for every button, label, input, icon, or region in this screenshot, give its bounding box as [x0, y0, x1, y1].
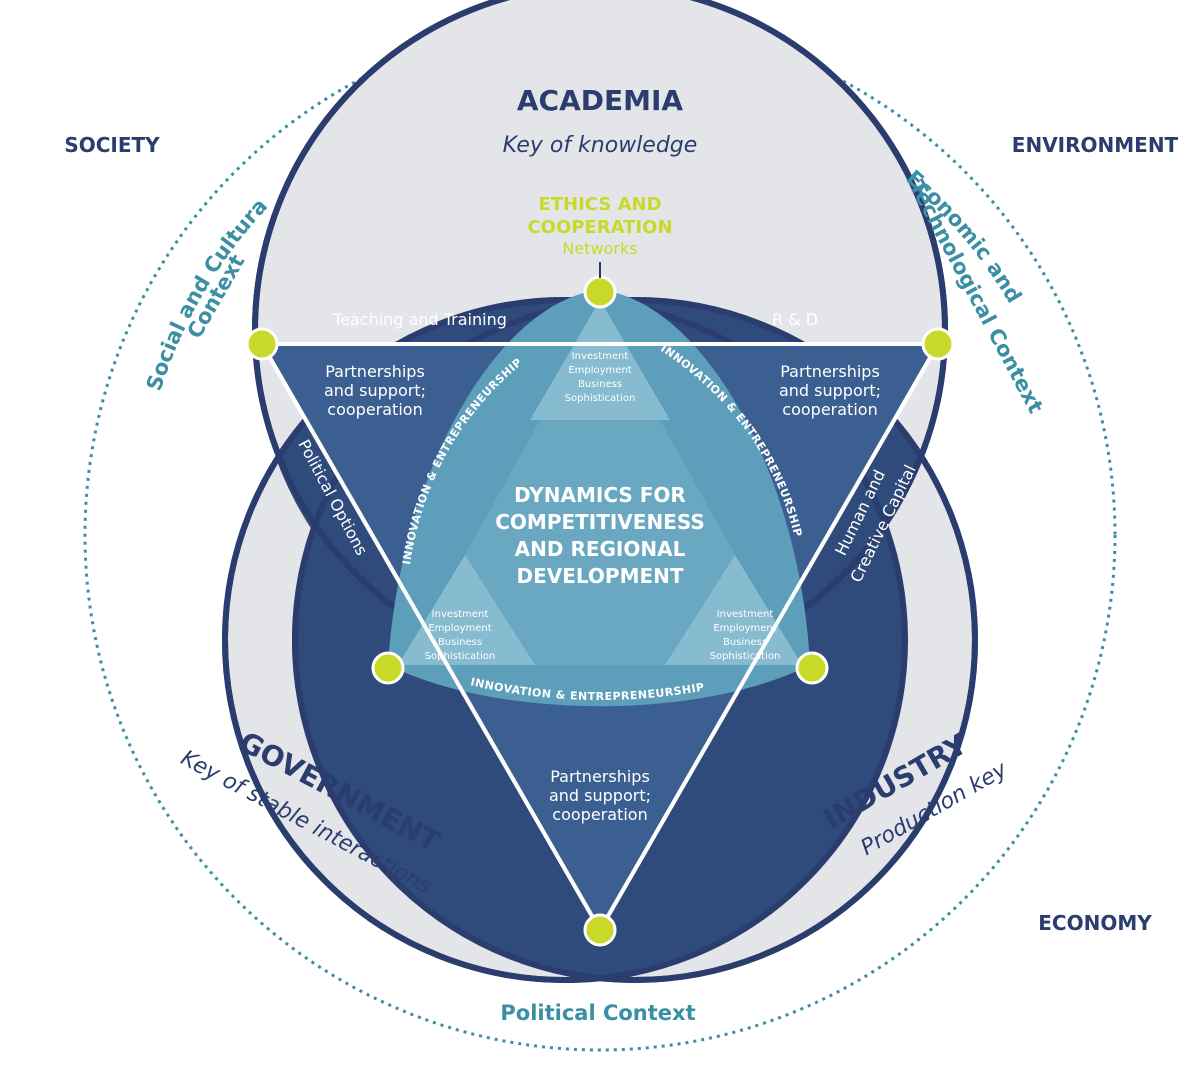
- svg-text:AND REGIONAL: AND REGIONAL: [515, 537, 686, 561]
- svg-text:Business: Business: [438, 637, 482, 648]
- svg-text:COMPETITIVENESS: COMPETITIVENESS: [495, 510, 705, 534]
- center-title: DYNAMICS FOR COMPETITIVENESS AND REGIONA…: [495, 483, 705, 588]
- svg-text:DEVELOPMENT: DEVELOPMENT: [516, 564, 683, 588]
- svg-text:Employment: Employment: [713, 623, 776, 634]
- factors-left: Investment Employment Business Sophistic…: [425, 609, 496, 662]
- label-teaching-training: Teaching and Training: [332, 310, 507, 329]
- svg-text:Partnerships: Partnerships: [550, 767, 650, 786]
- academia-title: ACADEMIA: [517, 84, 684, 117]
- svg-text:cooperation: cooperation: [552, 805, 647, 824]
- inner-hexagon: [465, 420, 735, 665]
- node-dots: [245, 275, 955, 947]
- svg-text:Sophistication: Sophistication: [710, 651, 781, 662]
- svg-text:Partnerships: Partnerships: [325, 362, 425, 381]
- partnerships-left: Partnerships and support; cooperation: [324, 362, 426, 419]
- label-environment: ENVIRONMENT: [1012, 133, 1179, 157]
- svg-text:DYNAMICS FOR: DYNAMICS FOR: [514, 483, 686, 507]
- svg-text:Employment: Employment: [428, 623, 491, 634]
- svg-text:Business: Business: [723, 637, 767, 648]
- svg-text:Business: Business: [578, 379, 622, 390]
- node-dot-right: [921, 327, 955, 361]
- ethics-line1: ETHICS AND: [538, 194, 661, 215]
- node-dot-top: [583, 275, 617, 309]
- factors-top: Investment Employment Business Sophistic…: [565, 351, 636, 404]
- node-dot-mid-right: [795, 651, 829, 685]
- ethics-networks: Networks: [562, 239, 637, 258]
- label-society: SOCIETY: [64, 133, 160, 157]
- svg-text:Employment: Employment: [568, 365, 631, 376]
- partnerships-bottom: Partnerships and support; cooperation: [549, 767, 651, 824]
- label-social-context-line1: Social and Cultural: [0, 0, 272, 394]
- svg-text:Partnerships: Partnerships: [780, 362, 880, 381]
- node-dot-mid-left: [371, 651, 405, 685]
- svg-text:and support;: and support;: [549, 786, 651, 805]
- svg-text:cooperation: cooperation: [782, 400, 877, 419]
- svg-text:Sophistication: Sophistication: [425, 651, 496, 662]
- node-dot-bottom: [583, 913, 617, 947]
- svg-text:and support;: and support;: [324, 381, 426, 400]
- svg-text:and support;: and support;: [779, 381, 881, 400]
- svg-text:cooperation: cooperation: [327, 400, 422, 419]
- factors-right: Investment Employment Business Sophistic…: [710, 609, 781, 662]
- svg-text:Investment: Investment: [717, 609, 774, 620]
- label-economy: ECONOMY: [1038, 911, 1152, 935]
- label-political-context: Political Context: [500, 1001, 695, 1025]
- label-rnd: R & D: [772, 310, 818, 329]
- ethics-line2: COOPERATION: [527, 217, 672, 238]
- academia-key: Key of knowledge: [503, 133, 698, 158]
- node-dot-left: [245, 327, 279, 361]
- svg-text:Investment: Investment: [432, 609, 489, 620]
- svg-text:Investment: Investment: [572, 351, 629, 362]
- svg-text:Sophistication: Sophistication: [565, 393, 636, 404]
- top-corner-triangle: [530, 300, 670, 420]
- partnerships-right: Partnerships and support; cooperation: [779, 362, 881, 419]
